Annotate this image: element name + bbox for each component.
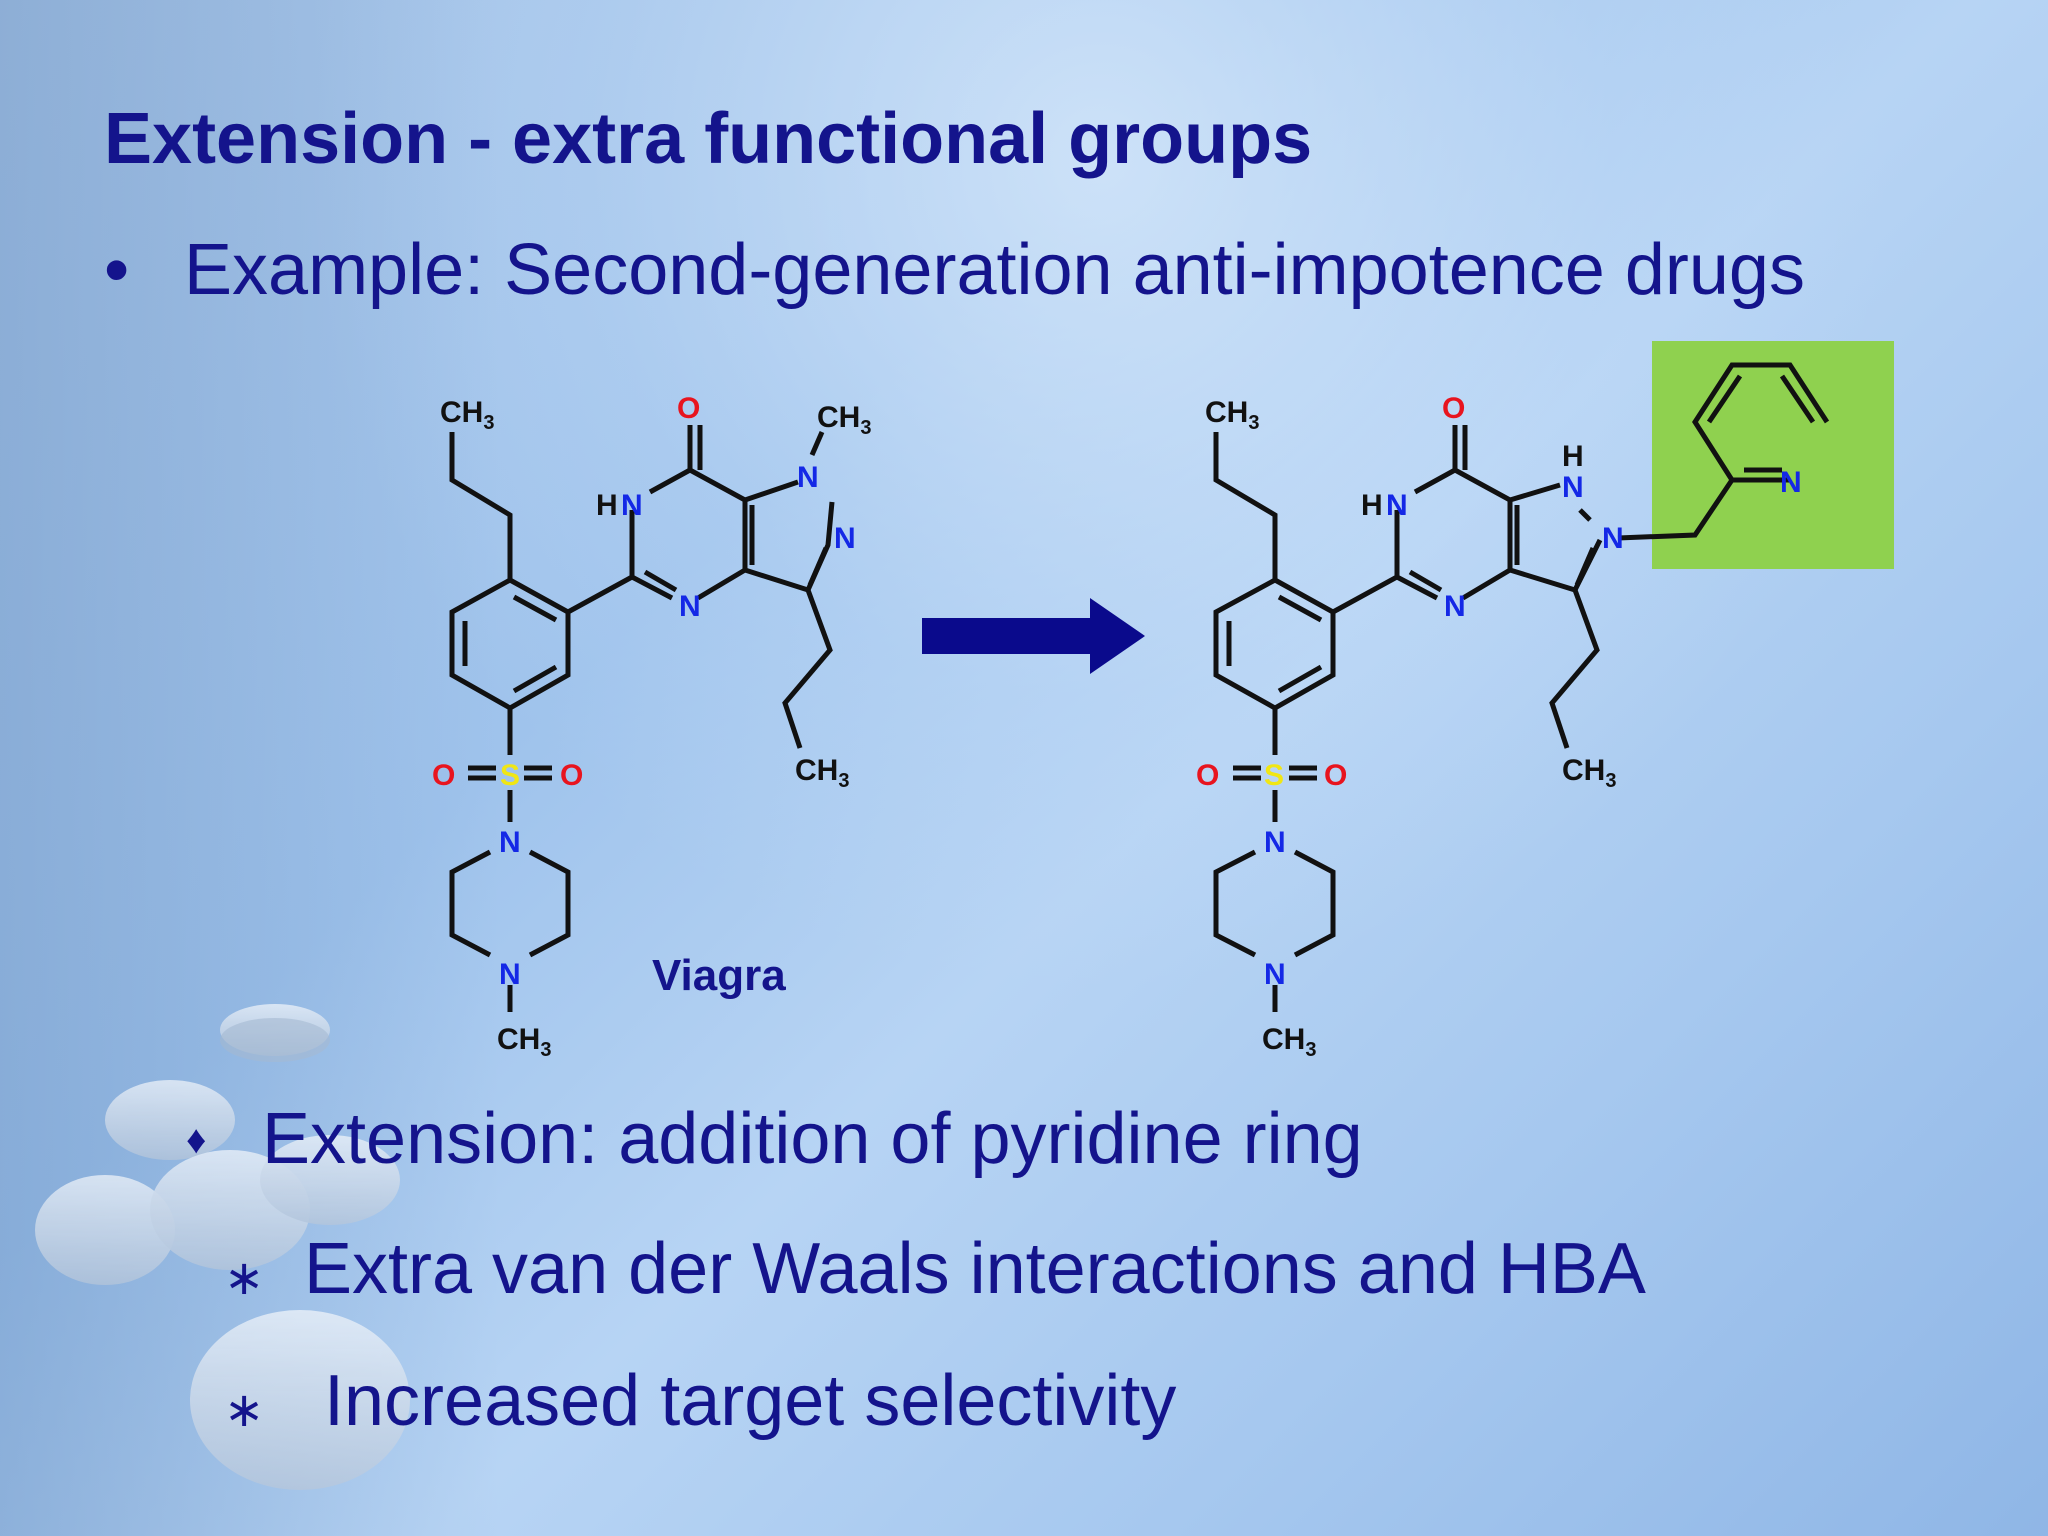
svg-text:N: N — [1562, 471, 1584, 504]
svg-text:O: O — [560, 759, 583, 792]
svg-text:CH3: CH3 — [1205, 396, 1259, 434]
svg-text:N: N — [1264, 826, 1286, 859]
svg-text:O: O — [1324, 759, 1347, 792]
analog-labels: CH3 O H N N H N N N CH3 O S O N N CH3 — [1196, 392, 1802, 1061]
viagra-labels: CH3 O CH3 H N N N N CH3 O S O N N CH3 — [432, 392, 871, 1061]
svg-text:N: N — [499, 958, 521, 991]
svg-text:CH3: CH3 — [1262, 1023, 1316, 1061]
svg-text:O: O — [432, 759, 455, 792]
svg-text:H: H — [596, 489, 618, 522]
svg-text:O: O — [1196, 759, 1219, 792]
slide-title: Extension - extra functional groups — [104, 99, 1313, 179]
point-3-text: Increased target selectivity — [324, 1361, 1177, 1441]
svg-text:N: N — [499, 826, 521, 859]
svg-text:N: N — [1444, 590, 1466, 623]
svg-text:S: S — [500, 759, 520, 792]
transformation-arrow — [922, 598, 1145, 674]
svg-text:N: N — [1264, 958, 1286, 991]
svg-text:N: N — [1780, 466, 1802, 499]
svg-text:H: H — [1562, 440, 1584, 473]
svg-text:N: N — [797, 461, 819, 494]
viagra-bonds — [449, 425, 835, 1012]
analog-bonds — [1213, 362, 1830, 1012]
bullet-marker: • — [104, 230, 130, 310]
svg-text:N: N — [1386, 489, 1408, 522]
point-2-text: Extra van der Waals interactions and HBA — [304, 1229, 1646, 1309]
bullet-text: Example: Second-generation anti-impotenc… — [184, 230, 1805, 310]
svg-text:N: N — [834, 522, 856, 555]
viagra-name: Viagra — [652, 951, 786, 1000]
svg-text:S: S — [1264, 759, 1284, 792]
point-1-marker: ♦ — [186, 1118, 207, 1162]
svg-text:N: N — [679, 590, 701, 623]
svg-text:CH3: CH3 — [795, 754, 849, 792]
svg-text:H: H — [1361, 489, 1383, 522]
point-1-text: Extension: addition of pyridine ring — [262, 1099, 1363, 1179]
background-glow — [300, 0, 1900, 1000]
svg-text:N: N — [1602, 522, 1624, 555]
svg-text:N: N — [621, 489, 643, 522]
pyridine-highlight — [1652, 341, 1894, 569]
svg-text:CH3: CH3 — [497, 1023, 551, 1061]
svg-text:CH3: CH3 — [440, 396, 494, 434]
svg-text:CH3: CH3 — [1562, 754, 1616, 792]
point-2-marker: ∗ — [224, 1252, 265, 1305]
point-3-marker: ∗ — [224, 1384, 265, 1437]
svg-text:CH3: CH3 — [817, 401, 871, 439]
svg-text:O: O — [677, 392, 700, 425]
svg-text:O: O — [1442, 392, 1465, 425]
